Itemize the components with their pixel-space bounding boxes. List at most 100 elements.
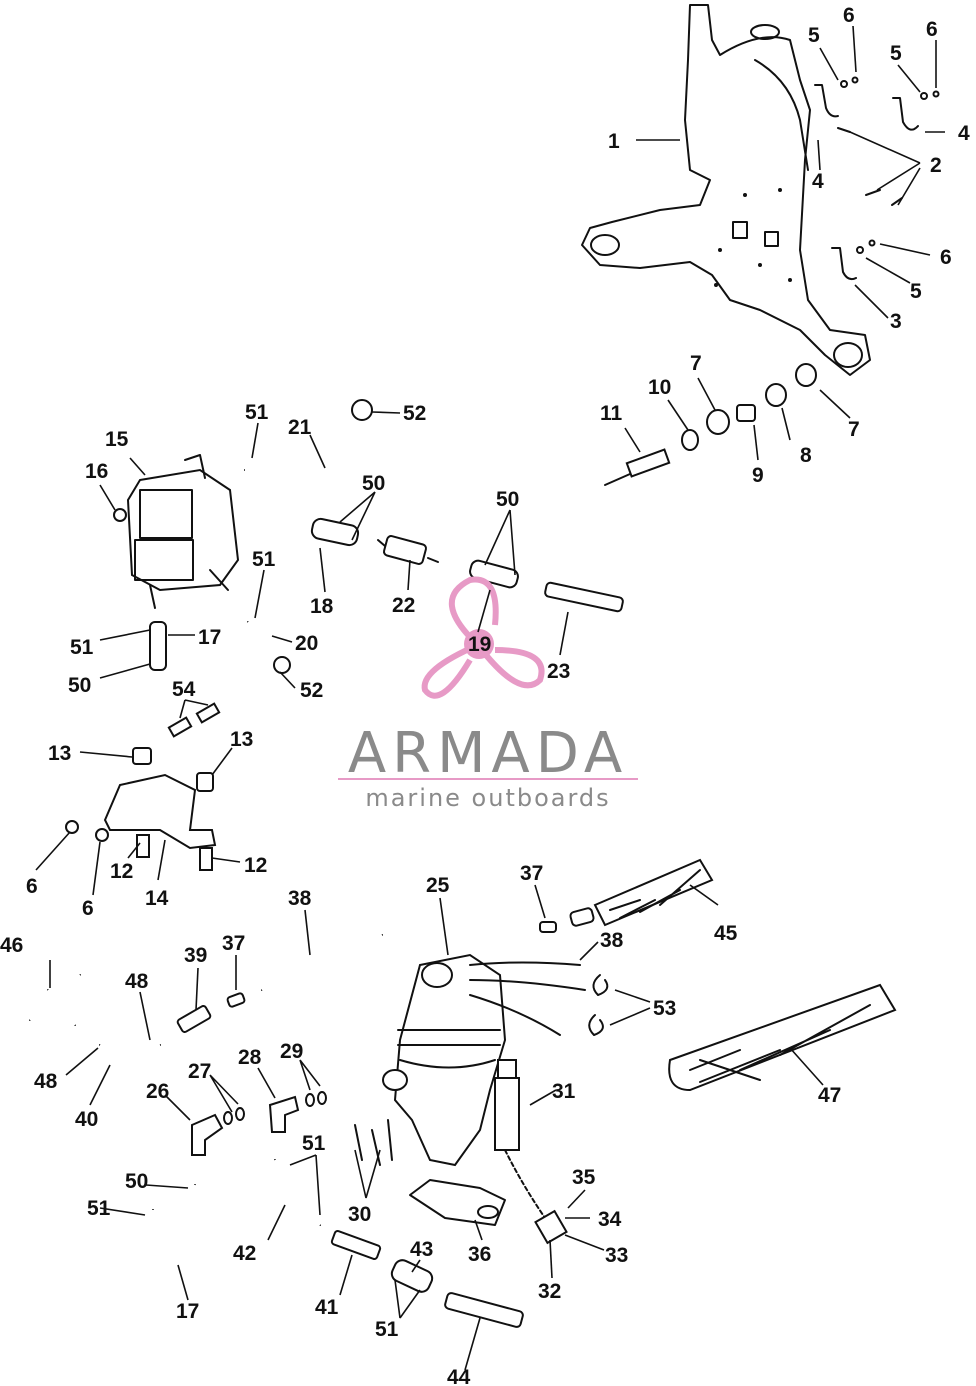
- clip-30: [354, 1119, 393, 1166]
- callout-6-left: 6: [26, 875, 38, 898]
- callout-51: 51: [252, 548, 276, 571]
- clamps-53: [588, 974, 609, 1036]
- callout-6-left: 6: [82, 897, 94, 920]
- callout-29: 29: [280, 1040, 303, 1063]
- callout-33: 33: [605, 1244, 628, 1267]
- callout-12: 12: [110, 860, 133, 883]
- callout-50: 50: [496, 488, 519, 511]
- callout-28: 28: [238, 1046, 262, 1069]
- callout-38: 38: [288, 887, 312, 910]
- callout-13: 13: [48, 742, 71, 765]
- callout-labels: 1 2 3 4 4 5 5 5 6 6 6 7 7 8 9 10 11 12 1…: [0, 4, 970, 1386]
- callout-5: 5: [808, 24, 820, 47]
- callout-31: 31: [552, 1080, 576, 1103]
- callout-44: 44: [447, 1366, 471, 1386]
- propeller-icon: [421, 576, 545, 699]
- callout-38: 38: [600, 929, 624, 952]
- callout-43: 43: [410, 1238, 433, 1261]
- callout-22: 22: [392, 594, 415, 617]
- callout-6: 6: [843, 4, 855, 27]
- hose-18: [310, 517, 360, 547]
- hose-42: [269, 1158, 324, 1230]
- callout-15: 15: [105, 428, 129, 451]
- callout-4: 4: [812, 170, 824, 193]
- fitting-44: [444, 1292, 524, 1328]
- callout-50: 50: [68, 674, 91, 697]
- callout-18: 18: [310, 595, 334, 618]
- callout-37: 37: [520, 862, 543, 885]
- pin-37-upper: [539, 921, 557, 933]
- pin-37-left: [226, 992, 246, 1008]
- propeller-hub: [464, 629, 494, 659]
- callout-40: 40: [75, 1108, 98, 1131]
- callout-21: 21: [288, 416, 312, 439]
- callout-10: 10: [648, 376, 671, 399]
- callout-6: 6: [940, 246, 952, 269]
- bolt-and-washers: [604, 363, 817, 486]
- callout-48: 48: [125, 970, 149, 993]
- callout-45: 45: [714, 922, 738, 945]
- callout-19: 19: [468, 633, 491, 656]
- callout-8: 8: [800, 444, 812, 467]
- fuel-pump: [113, 454, 240, 609]
- callout-14: 14: [145, 887, 169, 910]
- callout-54: 54: [172, 678, 196, 701]
- callout-17: 17: [176, 1300, 199, 1323]
- callout-5: 5: [910, 280, 922, 303]
- leader-lines: [35, 25, 945, 1371]
- callout-39: 39: [184, 944, 207, 967]
- callout-1: 1: [608, 130, 620, 153]
- elbow-26: [191, 1107, 245, 1156]
- callout-47: 47: [818, 1084, 841, 1107]
- clips-and-screws: [814, 76, 940, 281]
- brand-tagline: marine outboards: [365, 784, 610, 812]
- fitting-39: [176, 1005, 212, 1033]
- callout-7: 7: [690, 352, 702, 375]
- callout-25: 25: [426, 874, 450, 897]
- hose-17-short: [149, 621, 167, 671]
- callout-37: 37: [222, 932, 245, 955]
- filter-22: [377, 535, 439, 565]
- brand-name: ARMADA: [348, 721, 628, 786]
- callout-32: 32: [538, 1280, 561, 1303]
- callout-12: 12: [244, 854, 267, 877]
- callout-16: 16: [85, 460, 108, 483]
- hose-19: [469, 559, 519, 589]
- callout-36: 36: [468, 1243, 491, 1266]
- callout-5: 5: [890, 42, 902, 65]
- t-fitting-46: [28, 973, 82, 1027]
- fitting-41: [330, 1230, 382, 1260]
- fitting-23: [544, 581, 624, 613]
- callout-42: 42: [233, 1242, 256, 1265]
- callout-27: 27: [188, 1060, 211, 1083]
- callout-7: 7: [848, 418, 860, 441]
- gasket-36: [409, 1179, 506, 1226]
- tube-38: [260, 931, 384, 994]
- callout-11: 11: [600, 402, 623, 425]
- callout-51: 51: [87, 1197, 111, 1220]
- callout-9: 9: [752, 464, 764, 487]
- hose-20: [245, 619, 291, 674]
- hose-40: [97, 1040, 162, 1058]
- callout-46: 46: [0, 934, 23, 957]
- hose-21: [244, 399, 373, 485]
- callout-4: 4: [958, 122, 970, 145]
- callout-50: 50: [125, 1170, 148, 1193]
- callout-35: 35: [572, 1166, 596, 1189]
- callout-51: 51: [70, 636, 94, 659]
- filter-assembly-25: [382, 953, 586, 1167]
- elbow-28: [268, 1091, 327, 1133]
- callout-53: 53: [653, 997, 676, 1020]
- armada-logo: ARMADA marine outboards: [338, 576, 638, 812]
- mount-bracket-14: [65, 702, 221, 871]
- callout-6: 6: [926, 18, 938, 41]
- callout-52: 52: [403, 402, 426, 425]
- mounting-bracket: [581, 4, 871, 376]
- callout-30: 30: [348, 1203, 371, 1226]
- sensor-31: [494, 1059, 568, 1245]
- callout-3: 3: [890, 310, 902, 333]
- callout-13: 13: [230, 728, 253, 751]
- callout-23: 23: [547, 660, 570, 683]
- callout-2: 2: [930, 154, 942, 177]
